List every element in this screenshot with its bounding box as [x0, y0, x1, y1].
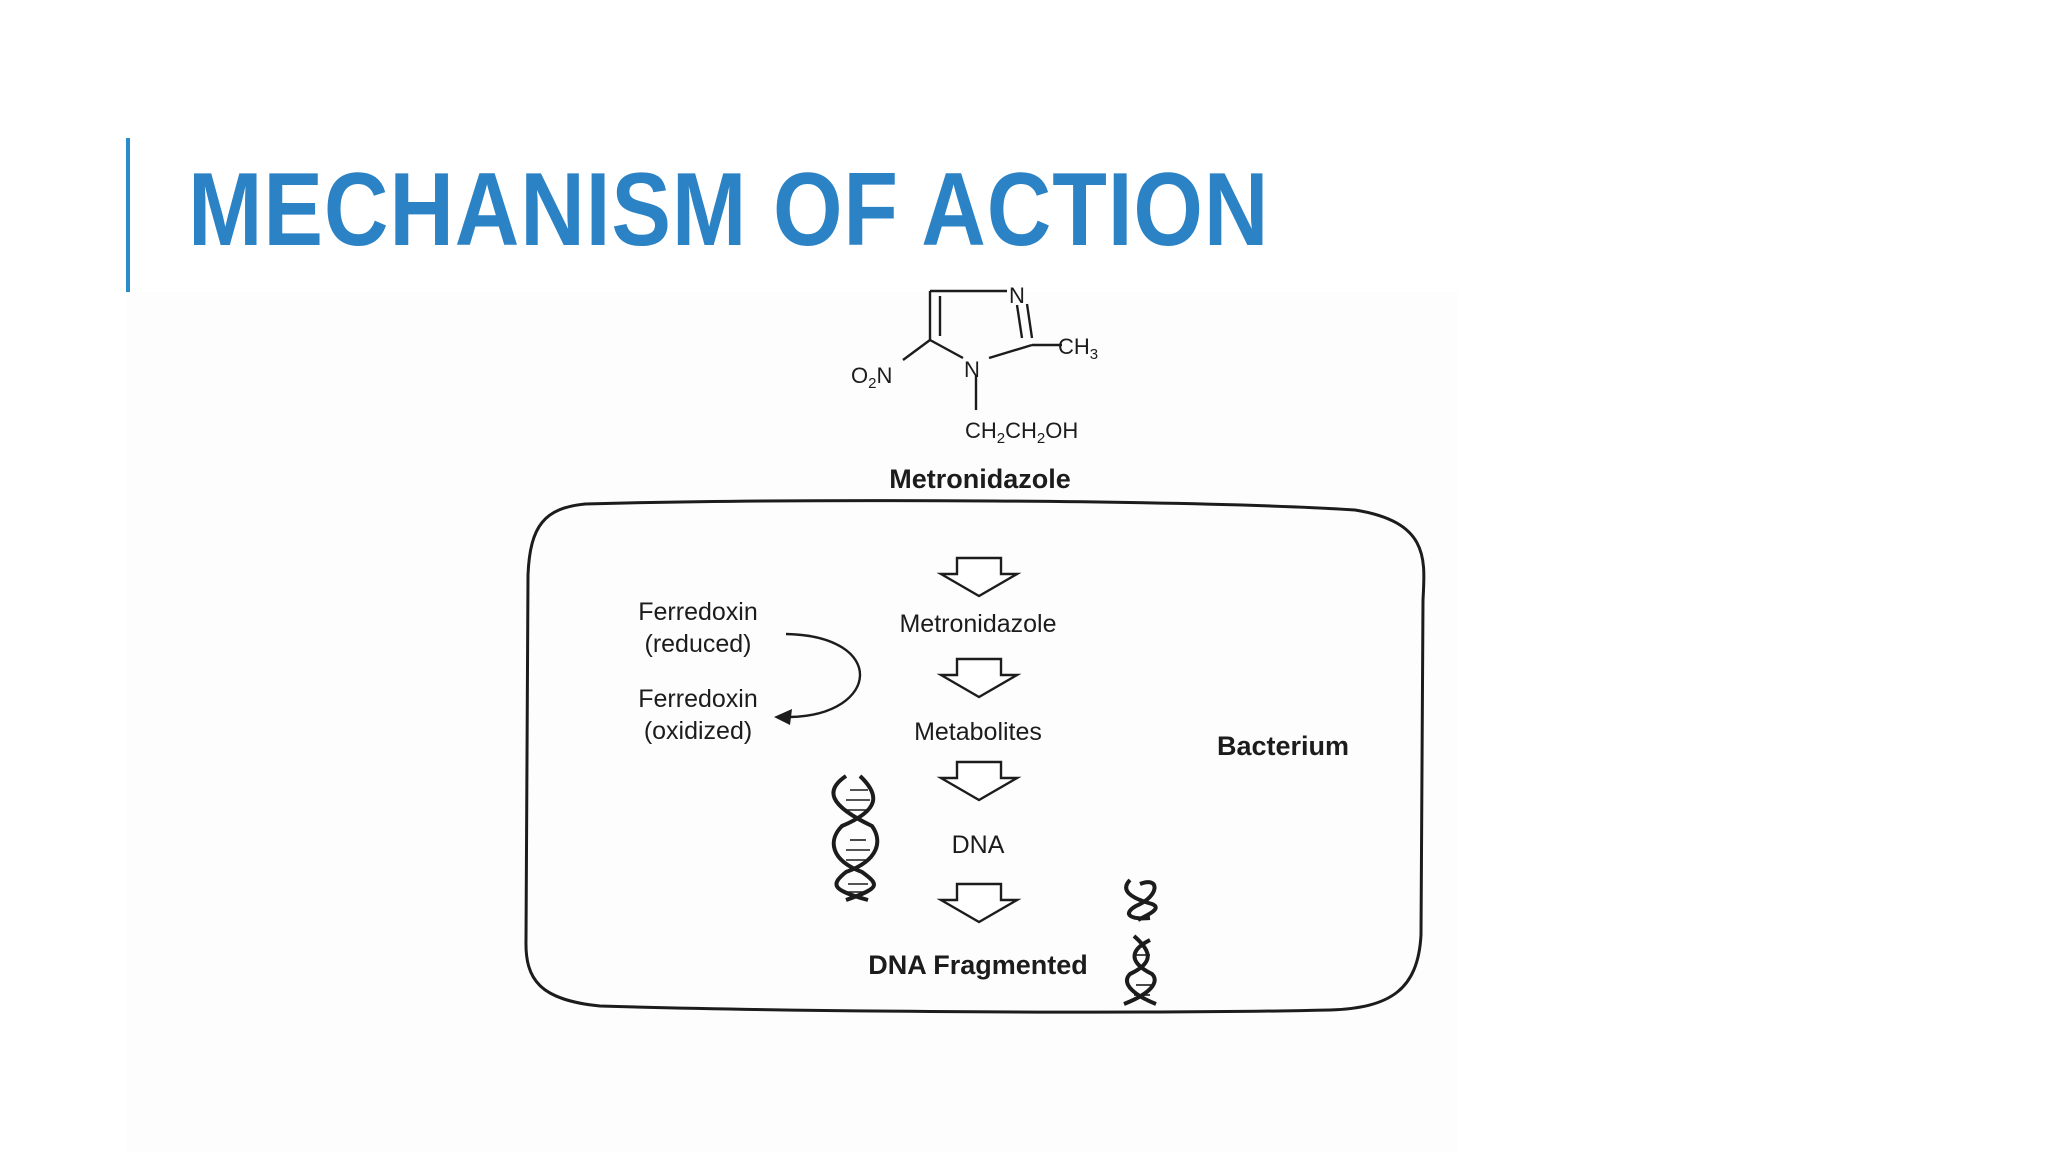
- metronidazole-name: Metronidazole: [889, 464, 1071, 494]
- step-dna: DNA: [952, 831, 1005, 859]
- methyl-ch: CH: [1058, 334, 1090, 359]
- structure-labels: N N O2N CH3 CH2CH2OH Metronidazole: [851, 283, 1098, 494]
- down-arrow-icon: [936, 760, 1022, 802]
- down-arrow-icon: [936, 556, 1022, 598]
- step-metabolites: Metabolites: [914, 718, 1042, 746]
- redox-curved-arrow-icon: [774, 632, 862, 725]
- down-arrow-icon: [936, 882, 1022, 924]
- bacterium-cell-outline: [524, 499, 1426, 1014]
- ferredoxin-oxidized-line1: Ferredoxin: [638, 685, 758, 713]
- ferredoxin-oxidized-line2: (oxidized): [644, 717, 752, 745]
- side-chain-ch-b: CH: [1005, 418, 1037, 443]
- side-chain-label: CH2CH2OH: [965, 418, 1078, 447]
- bacterium-label: Bacterium: [1217, 731, 1349, 761]
- step-dna-fragmented: DNA Fragmented: [868, 950, 1088, 980]
- slide-title: MECHANISM OF ACTION: [188, 152, 1270, 268]
- side-chain-oh: OH: [1045, 418, 1078, 443]
- nitro-o: O: [851, 363, 868, 388]
- metronidazole-structure: [902, 289, 1062, 410]
- fragmented-dna-icon: [1123, 878, 1158, 1006]
- dna-helix-icon: [831, 774, 880, 902]
- step-metronidazole: Metronidazole: [899, 610, 1056, 638]
- side-chain-sub-b: 2: [1037, 430, 1045, 447]
- ferredoxin-reduced-line1: Ferredoxin: [638, 598, 758, 626]
- ferredoxin-reduced-line2: (reduced): [645, 630, 752, 658]
- ring-nitrogen-bottom: N: [964, 357, 980, 382]
- nitro-subscript: 2: [868, 375, 876, 392]
- side-chain-sub-a: 2: [997, 430, 1005, 447]
- down-arrow-icon: [936, 657, 1022, 699]
- side-chain-ch-a: CH: [965, 418, 997, 443]
- nitro-n: N: [876, 363, 892, 388]
- nitro-group-label: O2N: [851, 363, 892, 392]
- ring-nitrogen-top: N: [1009, 283, 1025, 308]
- methyl-group-label: CH3: [1058, 334, 1098, 363]
- title-accent-bar: [126, 138, 130, 292]
- methyl-subscript: 3: [1090, 346, 1098, 363]
